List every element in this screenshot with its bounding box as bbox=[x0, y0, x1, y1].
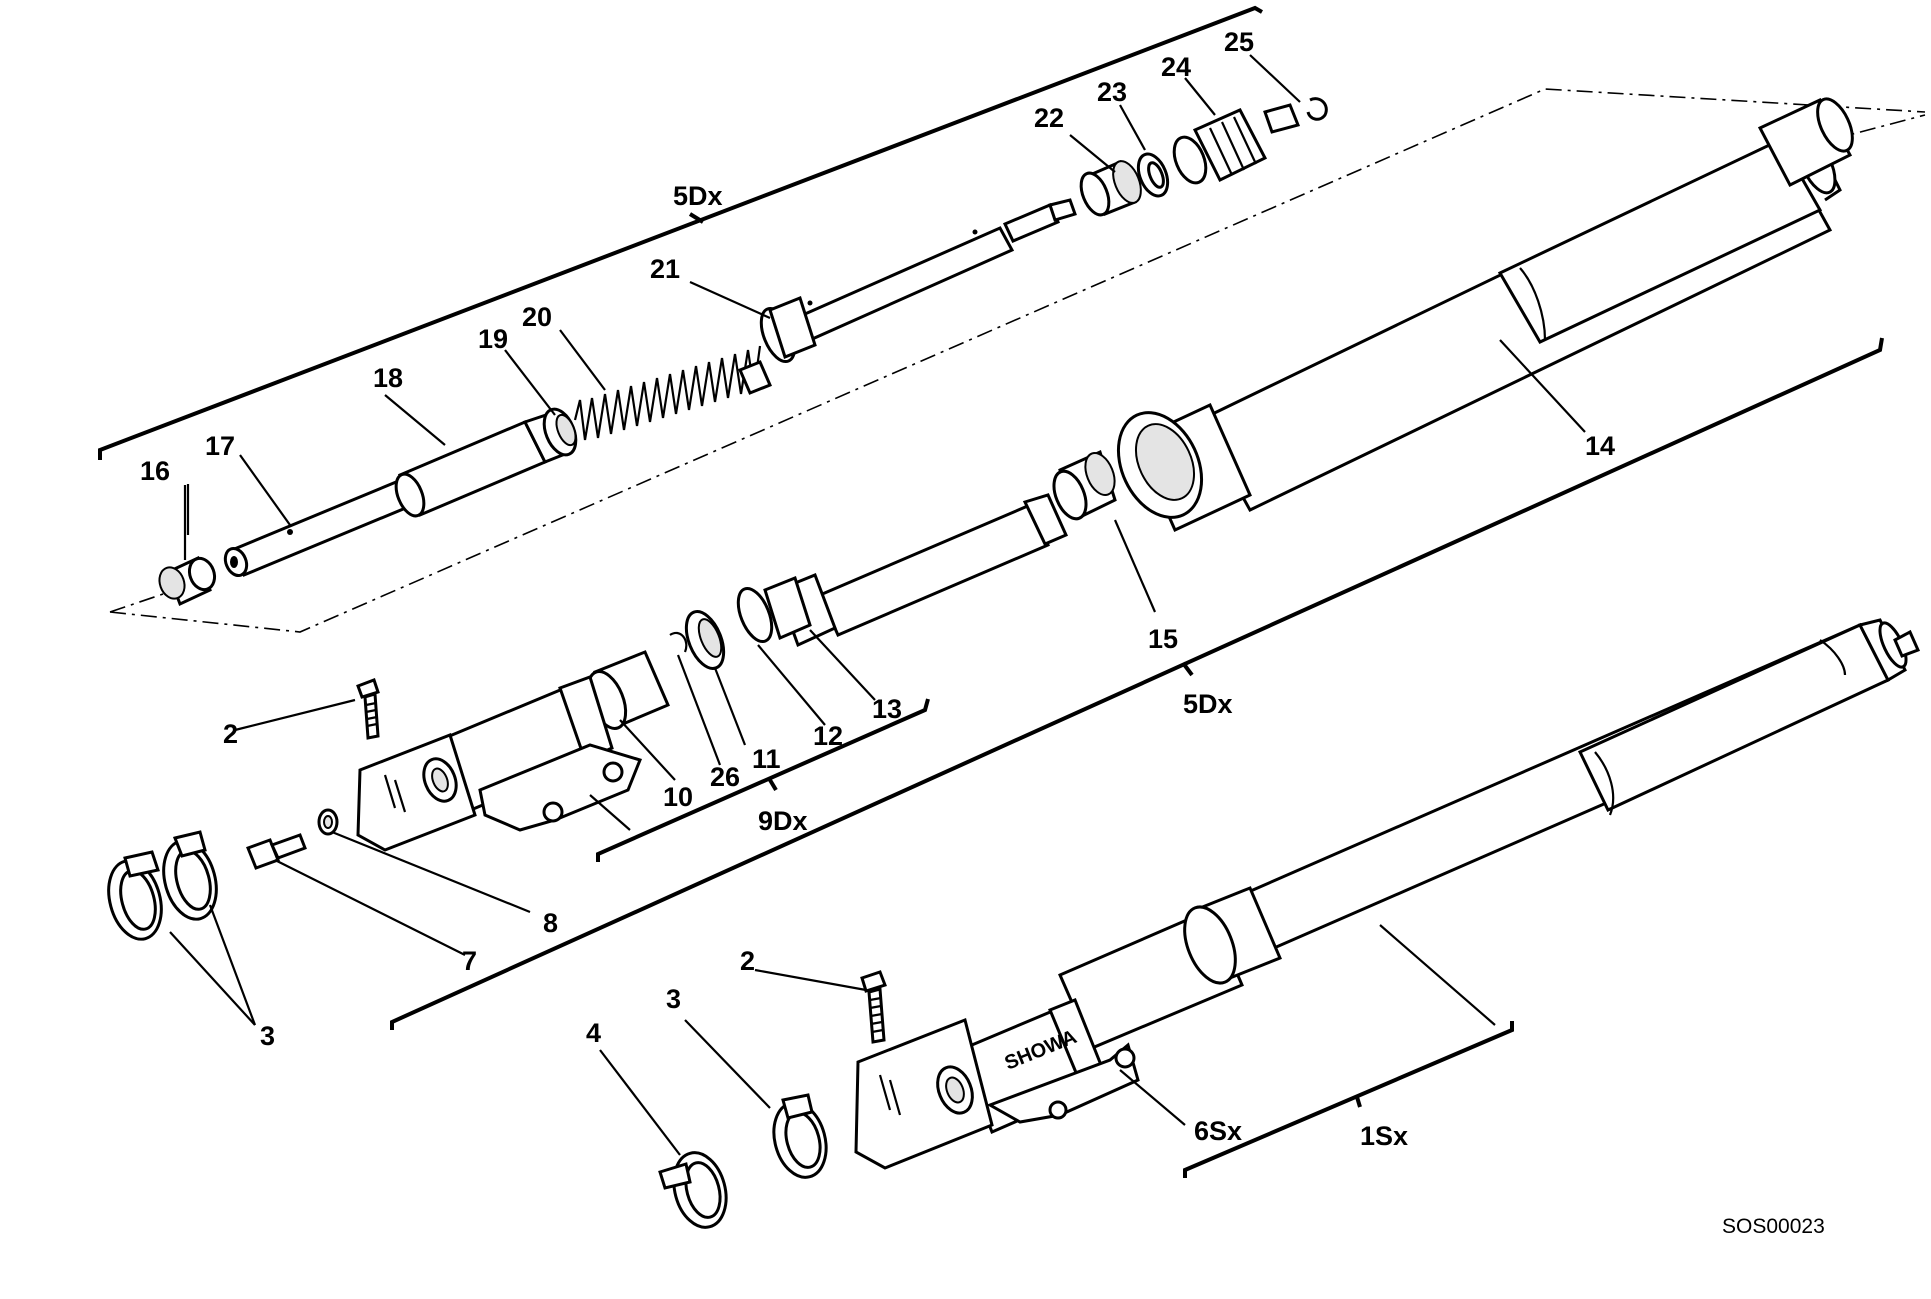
label-16: 16 bbox=[140, 456, 170, 486]
label-6sx: 6Sx bbox=[1194, 1116, 1242, 1146]
label-22: 22 bbox=[1034, 103, 1064, 133]
part-20-spring bbox=[573, 345, 772, 441]
label-2-bottom: 2 bbox=[740, 946, 755, 976]
label-4: 4 bbox=[586, 1018, 601, 1048]
label-15: 15 bbox=[1148, 624, 1178, 654]
part-23-ring bbox=[1136, 152, 1170, 198]
part-4-clamp bbox=[658, 1151, 728, 1229]
label-13: 13 bbox=[872, 694, 902, 724]
label-12: 12 bbox=[813, 721, 843, 751]
part-24-valve bbox=[1172, 103, 1301, 185]
drawing-code: SOS00023 bbox=[1722, 1215, 1825, 1238]
part-3-clamps-left bbox=[107, 830, 218, 941]
part-19-washer bbox=[542, 407, 578, 457]
label-5dx-mid: 5Dx bbox=[1183, 689, 1233, 719]
assembly-dash-lines bbox=[109, 88, 1926, 633]
part-2-bolt-bottom bbox=[860, 970, 887, 1044]
label-21: 21 bbox=[650, 254, 680, 284]
damper-cartridge bbox=[158, 97, 1328, 607]
leader-lines bbox=[169, 54, 1586, 1156]
label-5dx-top: 5Dx bbox=[673, 181, 723, 211]
part-labels: 16 17 18 19 20 21 22 23 24 25 5Dx 14 15 … bbox=[140, 27, 1825, 1238]
bracket-5dx-mid bbox=[390, 337, 1884, 1030]
lower-tube-assembly-9dx bbox=[356, 493, 1068, 852]
label-19: 19 bbox=[478, 324, 508, 354]
label-8: 8 bbox=[543, 908, 558, 938]
part-3-clamp-bottom bbox=[772, 1093, 828, 1179]
label-14: 14 bbox=[1585, 431, 1615, 461]
label-3-bottom: 3 bbox=[666, 984, 681, 1014]
label-2-top: 2 bbox=[223, 719, 238, 749]
bracket-9dx bbox=[596, 698, 930, 862]
part-21-piston bbox=[759, 198, 1077, 363]
fork-leg-1sx: SHOWA bbox=[854, 618, 1921, 1170]
label-1sx: 1Sx bbox=[1360, 1121, 1408, 1151]
label-7: 7 bbox=[462, 946, 477, 976]
bracket-5dx-top bbox=[98, 5, 1263, 460]
bracket-1sx bbox=[1183, 1021, 1514, 1178]
part-25-clip bbox=[1306, 97, 1328, 121]
label-24: 24 bbox=[1161, 52, 1191, 82]
label-18: 18 bbox=[373, 363, 403, 393]
label-20: 20 bbox=[522, 302, 552, 332]
label-9dx: 9Dx bbox=[758, 806, 808, 836]
part-7-screw bbox=[246, 833, 307, 870]
label-10: 10 bbox=[663, 782, 693, 812]
label-25: 25 bbox=[1224, 27, 1254, 57]
label-23: 23 bbox=[1097, 77, 1127, 107]
label-26: 26 bbox=[710, 762, 740, 792]
label-11: 11 bbox=[752, 744, 781, 774]
label-17: 17 bbox=[205, 431, 235, 461]
label-3-left: 3 bbox=[260, 1021, 275, 1051]
part-22-seal bbox=[1079, 159, 1142, 217]
part-14-outer-tube bbox=[1116, 97, 1854, 533]
part-15-bushing bbox=[1052, 449, 1117, 521]
part-8-washer bbox=[317, 808, 339, 836]
part-16-bushing bbox=[158, 555, 217, 607]
part-2-bolt-top bbox=[356, 678, 380, 740]
